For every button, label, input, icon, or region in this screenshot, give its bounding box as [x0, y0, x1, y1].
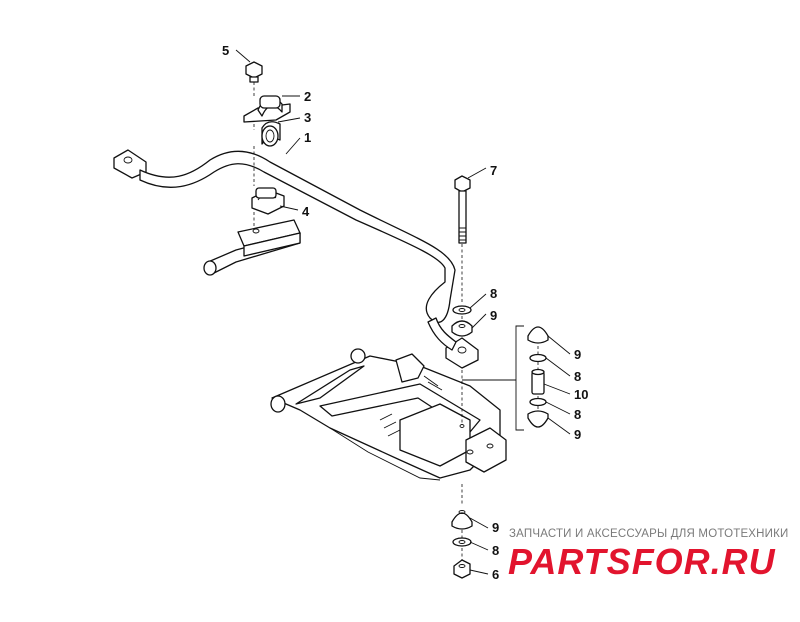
callout-4: 4 [302, 204, 310, 219]
part-9-grommet-stack-bottom [527, 410, 549, 428]
callout-8-bottom: 8 [492, 543, 499, 558]
part-8-washer-bottom [452, 537, 472, 547]
side-stack [527, 326, 549, 428]
callout-3: 3 [304, 110, 311, 125]
stack-bracket [462, 325, 524, 431]
assembly-axes [253, 82, 539, 560]
chassis-frame [270, 348, 507, 481]
callout-9-top: 9 [490, 308, 497, 323]
part-4-lower-clamp [251, 187, 285, 215]
watermark-tagline: ЗАПЧАСТИ И АКСЕССУАРЫ ДЛЯ МОТОТЕХНИКИ [509, 528, 789, 540]
callout-5: 5 [222, 43, 229, 58]
part-2-upper-clamp [243, 95, 291, 123]
callout-9-stack-bottom: 9 [574, 427, 581, 442]
callout-7: 7 [490, 163, 497, 178]
callout-6: 6 [492, 567, 499, 582]
part-5-bolt [245, 61, 263, 83]
callout-2: 2 [304, 89, 311, 104]
callout-9-bottom: 9 [492, 520, 499, 535]
leader-lines [235, 49, 571, 575]
callout-8-stack-top: 8 [574, 369, 581, 384]
callout-1: 1 [304, 130, 311, 145]
callout-8-top: 8 [490, 286, 497, 301]
part-8-washer-stack-bottom [529, 397, 547, 407]
part-7-long-bolt [454, 175, 471, 244]
part-1-sway-bar [113, 149, 479, 369]
part-9-grommet-stack-top [527, 326, 549, 344]
callout-10: 10 [574, 387, 588, 402]
part-9-grommet-bottom [451, 510, 473, 530]
watermark-logo: PARTSFOR.RU [508, 541, 776, 582]
part-3-bushing [261, 121, 281, 147]
frame-tube [203, 219, 301, 276]
part-6-nut [453, 559, 471, 579]
part-8-washer-stack-top [529, 353, 547, 363]
callout-8-stack-bottom: 8 [574, 407, 581, 422]
callout-9-stack-top: 9 [574, 347, 581, 362]
callout-labels: 5 2 3 1 4 7 8 9 9 8 10 8 9 9 8 6 [222, 43, 588, 582]
part-9-grommet-top [451, 320, 473, 337]
part-10-sleeve [531, 368, 545, 395]
part-8-washer-top [452, 305, 472, 315]
